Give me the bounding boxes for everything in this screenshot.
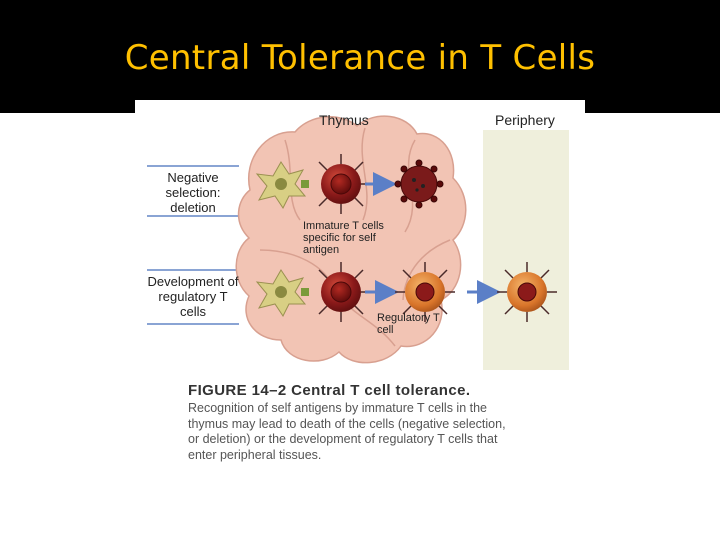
title-bar [0,0,720,113]
slide-title: Central Tolerance in T Cells [124,38,596,78]
regulatory-development-label: Development of regulatory T cells [147,274,239,319]
periphery-label: Periphery [495,112,555,128]
thymus-label: Thymus [319,112,369,128]
tolerance-figure: Thymus Periphery Negative selection: del… [135,100,585,370]
caption-heading: FIGURE 14–2 Central T cell tolerance. [188,382,471,399]
periphery-region [483,130,569,370]
negative-selection-label: Negative selection: deletion [165,170,221,215]
dendritic-cell-top [255,161,307,209]
label-rules [147,165,239,325]
regulatory-cell-label: Regulatory T cell [377,312,440,336]
apoptotic-cell [394,159,444,209]
regulatory-t-cell-thymus [395,262,455,322]
mhc-receptor-top [301,180,309,188]
regulatory-t-cell-periphery [497,262,557,322]
mhc-receptor-bottom [301,288,309,296]
figure-illustration [147,115,569,370]
dendritic-cell-bottom [255,269,307,317]
caption-body: Recognition of self antigens by immature… [188,401,506,462]
immature-cells-label: Immature T cells specific for self antig… [303,220,384,256]
immature-t-cell-top [318,154,371,214]
immature-t-cell-bottom [318,262,371,322]
figure-caption: FIGURE 14–2 Central T cell tolerance. Re… [188,382,518,463]
